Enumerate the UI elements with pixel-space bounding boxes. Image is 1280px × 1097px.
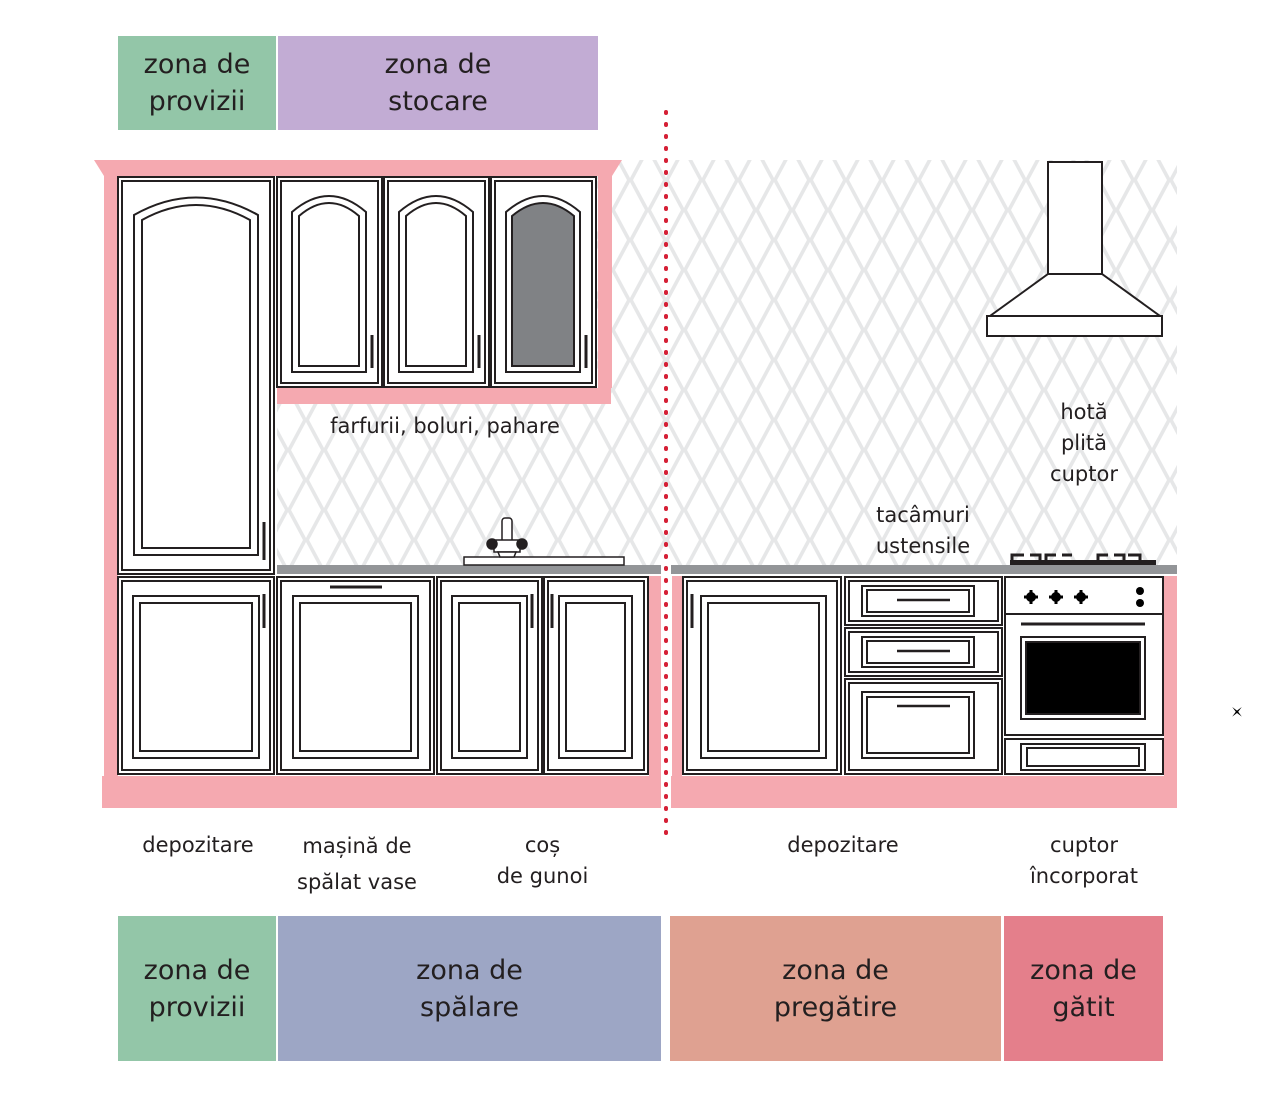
wall-cabinet-glass bbox=[490, 176, 597, 388]
zone-bottom-provizii: zona de provizii bbox=[118, 916, 276, 1061]
zone-bottom-spalare: zona de spălare bbox=[278, 916, 661, 1061]
label-dishes: farfurii, boluri, pahare bbox=[330, 414, 560, 438]
countertop-left bbox=[277, 565, 661, 574]
sink-faucet-icon bbox=[463, 517, 625, 566]
plinth-left bbox=[102, 776, 661, 808]
zone-bottom-gatit-label: zona de gătit bbox=[1030, 954, 1137, 1023]
label-built-in-oven: cuptor încorporat bbox=[1029, 833, 1139, 888]
cooktop-burner-icon bbox=[1010, 553, 1156, 565]
crown-molding-right bbox=[270, 160, 622, 176]
label-cutlery: tacâmuri ustensile bbox=[875, 503, 971, 558]
range-hood-icon bbox=[986, 161, 1164, 337]
crown-molding-left bbox=[94, 160, 282, 176]
label-storage-left: depozitare bbox=[142, 833, 254, 857]
trash-cabinet bbox=[436, 576, 649, 775]
label-trash-bin: coș de gunoi bbox=[496, 833, 589, 888]
zone-bottom-pregatire: zona de pregătire bbox=[670, 916, 1001, 1061]
pink-frame bbox=[598, 176, 612, 388]
wall-cabinet-2 bbox=[383, 176, 490, 388]
pantry-cabinet-upper bbox=[117, 176, 275, 575]
wall-cabinet-1 bbox=[276, 176, 383, 388]
pink-frame bbox=[104, 168, 118, 776]
oven-knob-icon bbox=[1024, 587, 1242, 717]
zone-top-provizii: zona de provizii bbox=[118, 36, 276, 130]
prep-storage-cabinet bbox=[682, 576, 842, 775]
zone-top-stocare: zona de stocare bbox=[278, 36, 598, 130]
countertop-right bbox=[671, 565, 1177, 574]
zone-bottom-spalare-label: zona de spălare bbox=[416, 954, 523, 1023]
pink-frame bbox=[1164, 576, 1177, 776]
plinth-right bbox=[671, 776, 1177, 808]
zone-top-stocare-label: zona de stocare bbox=[384, 49, 492, 117]
dishwasher bbox=[276, 576, 435, 775]
zone-bottom-provizii-label: zona de provizii bbox=[143, 954, 251, 1023]
zone-bottom-pregatire-label: zona de pregătire bbox=[773, 954, 898, 1023]
zone-bottom-gatit: zona de gătit bbox=[1004, 916, 1163, 1061]
label-dishwasher: mașină de spălat vase bbox=[297, 834, 417, 894]
label-storage-right: depozitare bbox=[787, 833, 899, 857]
drawer-stack bbox=[844, 576, 1003, 775]
pantry-cabinet-lower bbox=[117, 576, 275, 775]
pink-frame bbox=[277, 388, 611, 404]
pink-frame bbox=[649, 576, 661, 776]
pink-frame bbox=[672, 576, 682, 776]
label-cooking-appliances: hotă plită cuptor bbox=[1050, 400, 1118, 486]
zone-top-provizii-label: zona de provizii bbox=[143, 49, 251, 117]
